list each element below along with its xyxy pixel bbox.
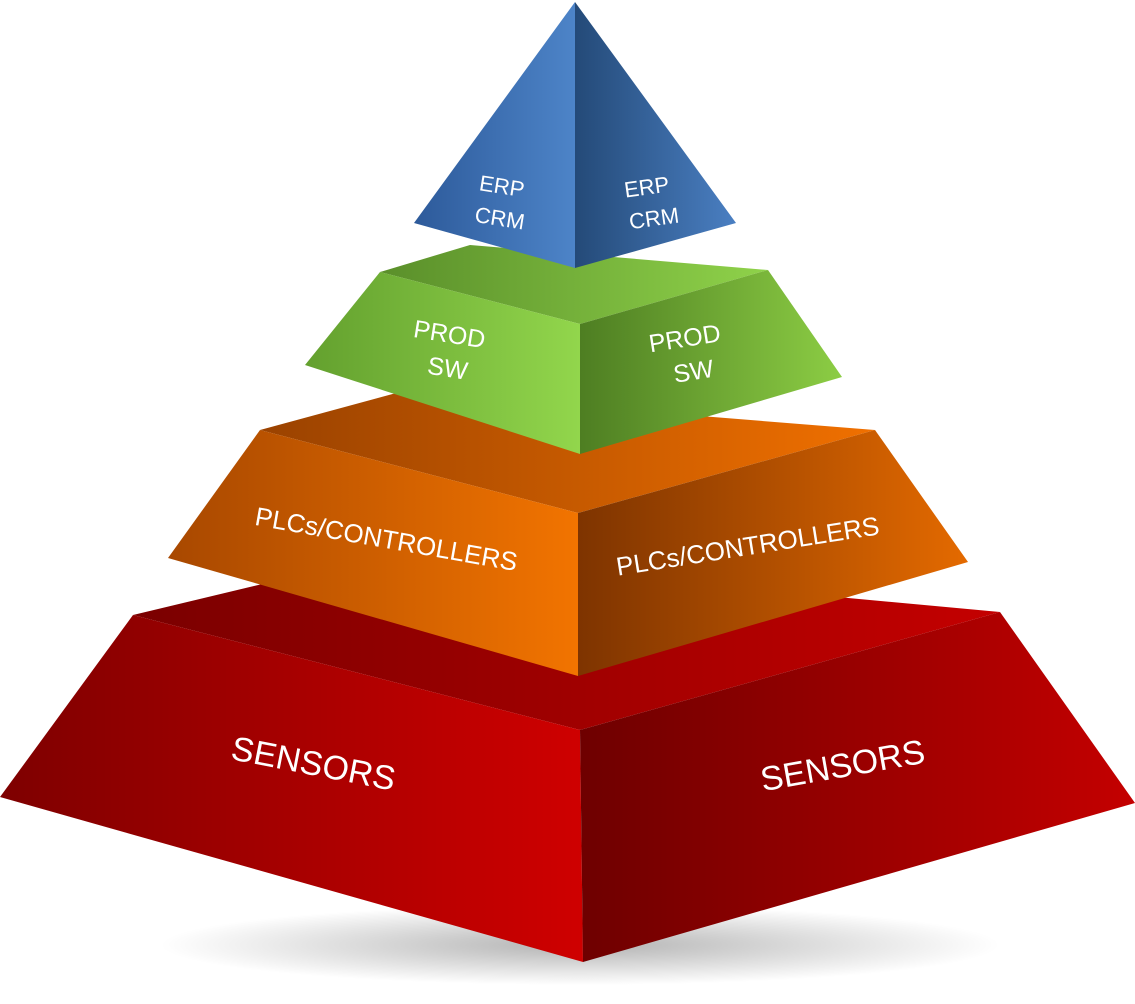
production-right-line-2: SW [671, 354, 716, 388]
sensors-left-face [0, 615, 583, 962]
level-enterprise: ERP CRM ERP CRM [414, 2, 736, 268]
enterprise-right-label: ERP CRM [623, 171, 681, 235]
controllers-right-face [578, 430, 968, 676]
level-controllers: PLCs/CONTROLLERS PLCs/CONTROLLERS [168, 392, 968, 676]
controllers-top-face [260, 392, 875, 513]
enterprise-right-line-1: ERP [623, 171, 671, 202]
production-right-face [580, 270, 842, 454]
sensors-right-face [580, 612, 1135, 962]
controllers-left-face [168, 430, 578, 676]
enterprise-right-face [575, 2, 736, 268]
level-production: PROD SW PROD SW [305, 245, 842, 454]
enterprise-left-face [414, 2, 575, 268]
production-left-line-2: SW [425, 351, 470, 385]
production-top-face [380, 245, 768, 324]
production-left-face [305, 272, 580, 454]
